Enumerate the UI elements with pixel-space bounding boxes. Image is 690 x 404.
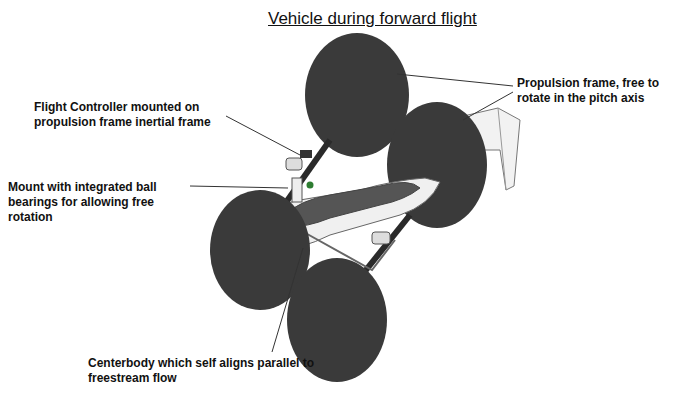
leader-line: [272, 248, 303, 352]
flight-controller: [300, 150, 312, 158]
callout-label: Propulsion frame, free to rotate in the …: [517, 76, 685, 106]
centerbody-top: [285, 182, 420, 226]
leader-line: [397, 74, 513, 86]
bearing: [307, 182, 314, 189]
tail-fin-edge: [498, 108, 506, 190]
callout-label: Centerbody which self aligns parallel to…: [88, 356, 350, 386]
callout-label: Mount with integrated ball bearings for …: [8, 180, 194, 225]
bearing-mount: [286, 158, 302, 170]
diagram-title: Vehicle during forward flight: [268, 9, 477, 29]
leader-line: [463, 92, 513, 120]
leader-line: [190, 186, 288, 188]
bearing-mount: [292, 178, 302, 202]
leader-line: [226, 116, 300, 155]
bearing-mount: [372, 232, 390, 244]
callout-label: Flight Controller mounted on propulsion …: [34, 100, 230, 130]
